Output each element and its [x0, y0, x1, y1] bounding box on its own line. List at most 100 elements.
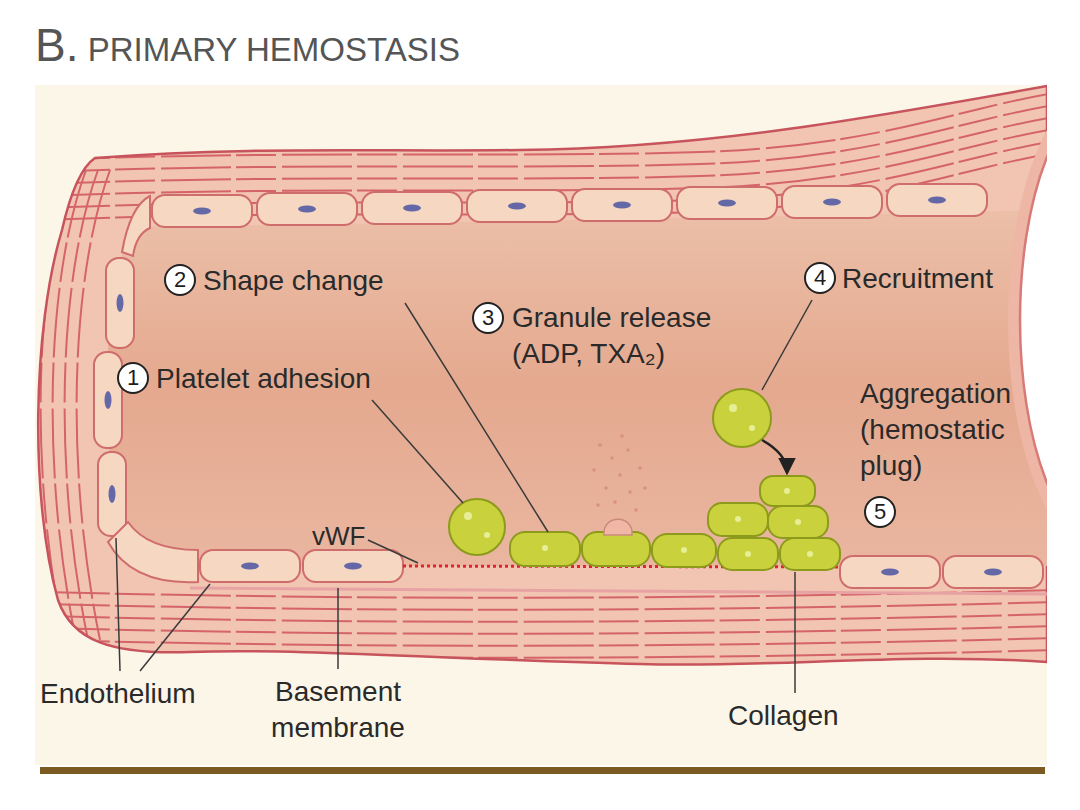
callout-number: 4 [814, 267, 826, 289]
endothelial-cell [887, 184, 987, 216]
endothelial-cell [106, 258, 134, 348]
wall-layer-line [40, 104, 1047, 172]
label-text: Collagen [728, 700, 839, 731]
nucleus [881, 569, 899, 576]
leader-line [794, 572, 796, 693]
highlight [749, 425, 755, 431]
leader-line [762, 300, 812, 390]
endothelial-cell [943, 556, 1043, 588]
granule-dot [628, 490, 632, 494]
vessel-opening [1020, 92, 1047, 548]
label-text: Recruitment [842, 263, 993, 294]
highlight [729, 404, 737, 412]
granule-dot [620, 434, 624, 438]
collagen-line [40, 614, 1047, 622]
vessel-wall [38, 86, 1047, 665]
label-text: Endothelium [40, 678, 196, 709]
nucleus [105, 391, 112, 409]
label-text: Shape change [203, 265, 384, 296]
granule-dot [604, 486, 608, 490]
nucleus [984, 569, 1002, 576]
leader-line [140, 584, 210, 671]
callout-number: 3 [482, 307, 494, 329]
highlight [784, 488, 790, 494]
platelet [510, 532, 580, 566]
background-panel [35, 85, 1047, 765]
nucleus [718, 200, 736, 207]
callout-number: 2 [174, 269, 186, 291]
wall-layer-line [53, 170, 86, 640]
wall-layer-line [41, 170, 74, 640]
nucleus [613, 202, 631, 209]
callout-circle: 5 [864, 496, 896, 528]
highlight [795, 519, 801, 525]
highlight [464, 512, 472, 520]
endothelial-cell [108, 522, 198, 582]
leader-line [368, 540, 418, 563]
endothelial-cell [840, 556, 940, 588]
leader-lines [116, 300, 812, 693]
vessel-group [38, 86, 1047, 665]
granule-dot [638, 466, 642, 470]
leader-line [116, 538, 120, 671]
granule-dot [618, 473, 622, 477]
leader-line [372, 400, 463, 503]
figure-title: B. PRIMARY HEMOSTASIS [35, 18, 460, 73]
nucleus [928, 197, 946, 204]
callout-number: 1 [127, 367, 139, 389]
platelet [449, 499, 505, 555]
part-label: Platelet adhesion [156, 361, 371, 397]
highlight [807, 551, 813, 557]
callout-circle: 2 [164, 264, 196, 296]
platelet [780, 538, 840, 570]
platelet [760, 476, 815, 506]
nucleus [109, 485, 116, 503]
callout-circle: 1 [117, 362, 149, 394]
label-text: Platelet adhesion [156, 363, 371, 394]
nucleus [298, 206, 316, 213]
vessel-opening-wall [1014, 86, 1047, 554]
part-label: Granule release (ADP, TXA₂) [512, 300, 747, 372]
nucleus [508, 203, 526, 210]
nucleus [241, 563, 259, 570]
granule-dot [613, 500, 617, 504]
wall-layer-line [65, 170, 98, 640]
part-label: Shape change [203, 263, 384, 299]
granule-dot [610, 456, 614, 460]
granule-dot [598, 443, 602, 447]
nucleus [344, 563, 362, 570]
endothelial-cell [94, 352, 122, 448]
granule-dot [626, 448, 630, 452]
endothelial-cell [572, 189, 672, 221]
endothelial-cell [122, 196, 150, 256]
collagen-line [40, 626, 1047, 634]
callout-number: 5 [874, 501, 886, 523]
released-granules [592, 434, 647, 512]
granule-dot [592, 468, 596, 472]
granule-dot [634, 508, 638, 512]
label-text: Aggregation (hemostatic plug) [860, 378, 1011, 481]
vessel-lumen [107, 210, 1047, 567]
endothelial-cells [94, 184, 1043, 588]
leader-line [405, 303, 548, 532]
leader-line [337, 588, 339, 669]
label-text: vWF [312, 521, 365, 551]
highlight [735, 516, 741, 522]
part-label: Aggregation (hemostatic plug) [860, 376, 1028, 484]
endothelial-cell [200, 550, 300, 582]
highlight [542, 545, 548, 551]
endothelial-cell [303, 550, 403, 582]
part-label: Endothelium [40, 676, 196, 712]
collagen-line [40, 638, 1047, 646]
granule-dot [596, 503, 600, 507]
recruitment-arrow [762, 440, 787, 472]
bottom-rule [40, 767, 1045, 774]
platelet [718, 538, 778, 570]
highlight [745, 551, 751, 557]
platelet [768, 506, 828, 538]
platelet [708, 503, 768, 536]
endothelial-cell [677, 187, 777, 219]
endothelial-cell [98, 452, 126, 536]
endothelial-cell [362, 192, 462, 224]
platelets [449, 389, 840, 570]
